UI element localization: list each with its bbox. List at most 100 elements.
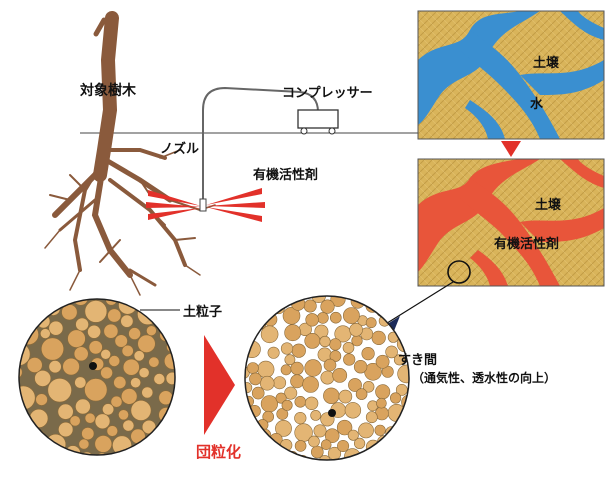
soil-particle xyxy=(291,343,306,358)
soil-particle xyxy=(158,407,174,423)
soil-particle xyxy=(310,409,322,421)
soil-particle xyxy=(349,322,363,337)
soil-particle xyxy=(313,424,327,438)
soil-particle xyxy=(75,398,91,415)
soil-particle xyxy=(393,354,406,366)
soil-particle xyxy=(304,359,322,377)
soil-particle xyxy=(304,396,319,410)
particles-dense xyxy=(19,299,175,455)
soil-particle xyxy=(48,320,64,336)
soil-particle xyxy=(273,376,287,390)
soil-particle xyxy=(324,428,340,444)
soil-particle xyxy=(107,308,122,323)
arrow-right-icon xyxy=(204,335,235,435)
soil-particle xyxy=(128,327,141,340)
particle-dot xyxy=(89,362,97,370)
soil-particle xyxy=(319,335,331,348)
soil-particle xyxy=(385,345,398,359)
aggregate-label: 団粒化 xyxy=(196,443,242,461)
soil-particle xyxy=(19,365,23,380)
soil-particle xyxy=(320,370,335,385)
soil-label-top: 土壌 xyxy=(533,56,560,71)
soil-particle xyxy=(251,386,265,400)
soil-particle xyxy=(284,324,302,342)
soil-particle xyxy=(294,440,307,452)
soil-particle xyxy=(122,358,140,376)
soil-particle xyxy=(40,337,64,361)
soil-particle xyxy=(311,296,327,304)
soil-particle xyxy=(337,439,350,452)
spray-right xyxy=(206,188,265,222)
soil-particle xyxy=(19,342,31,366)
soil-particle xyxy=(267,346,280,359)
soil-particle xyxy=(84,300,108,323)
tree-label: 対象樹木 xyxy=(80,83,136,99)
soil-particle xyxy=(351,335,363,347)
soil-particle xyxy=(318,455,331,460)
soil-particle xyxy=(106,425,119,437)
soil-particle xyxy=(323,387,340,404)
soil-particle xyxy=(329,350,342,362)
soil-particle xyxy=(34,430,46,442)
hose xyxy=(202,86,319,205)
soil-particle xyxy=(378,315,391,327)
water-label: 水 xyxy=(530,97,544,112)
soil-particle xyxy=(48,360,62,374)
soil-particle xyxy=(336,419,353,436)
soil-particle xyxy=(365,317,377,329)
zoom-connector xyxy=(383,281,454,326)
particles-aggregated xyxy=(245,296,409,460)
soil-particle xyxy=(354,437,366,450)
soil-particle xyxy=(73,346,89,362)
soil-particle xyxy=(348,378,362,392)
soil-particle xyxy=(19,324,39,346)
soil-particle xyxy=(137,334,156,353)
soil-particle xyxy=(371,330,386,346)
soil-particle xyxy=(387,331,399,343)
zoom-circle xyxy=(447,260,471,284)
soil-particle xyxy=(133,350,145,362)
soil-particle xyxy=(276,408,289,420)
soil-particle xyxy=(246,362,259,374)
soil-particle xyxy=(317,312,329,324)
soil-particle xyxy=(166,341,175,353)
soil-particle xyxy=(281,399,293,411)
compressor-icon xyxy=(297,109,339,135)
soil-particle xyxy=(69,415,81,427)
soil-particle xyxy=(344,402,362,419)
soil-particle xyxy=(342,341,355,354)
soil-particle xyxy=(75,317,89,332)
soil-particle xyxy=(290,361,304,376)
soil-particle xyxy=(374,424,386,436)
soil-particle xyxy=(342,307,360,325)
soil-particle xyxy=(19,385,36,410)
soil-particle xyxy=(100,366,113,380)
soil-particle xyxy=(280,364,292,376)
particle-label: 土粒子 xyxy=(183,305,223,320)
soil-particle xyxy=(35,393,48,406)
soil-particle xyxy=(100,348,111,360)
soil-particle xyxy=(122,419,135,432)
soil-particle xyxy=(280,342,294,355)
soil-particle xyxy=(343,353,356,366)
compressor-label: コンプレッサー xyxy=(282,86,373,101)
gap-dot xyxy=(328,409,336,417)
soil-particle xyxy=(353,360,368,374)
soil-particle xyxy=(294,412,307,425)
soil-particle xyxy=(153,373,166,385)
agent-label-mid: 有機活性剤 xyxy=(494,237,560,252)
soil-particle xyxy=(120,388,138,405)
soil-particle xyxy=(290,374,304,389)
soil-particle xyxy=(320,439,332,451)
nozzle-icon xyxy=(199,198,207,212)
soil-particle xyxy=(165,371,175,385)
soil-particle xyxy=(249,372,262,386)
soil-particle xyxy=(329,311,342,324)
soil-particle xyxy=(375,384,391,400)
soil-particle xyxy=(302,376,319,393)
soil-particle xyxy=(305,313,319,327)
soil-particle xyxy=(121,344,134,357)
soil-particle xyxy=(355,388,368,400)
